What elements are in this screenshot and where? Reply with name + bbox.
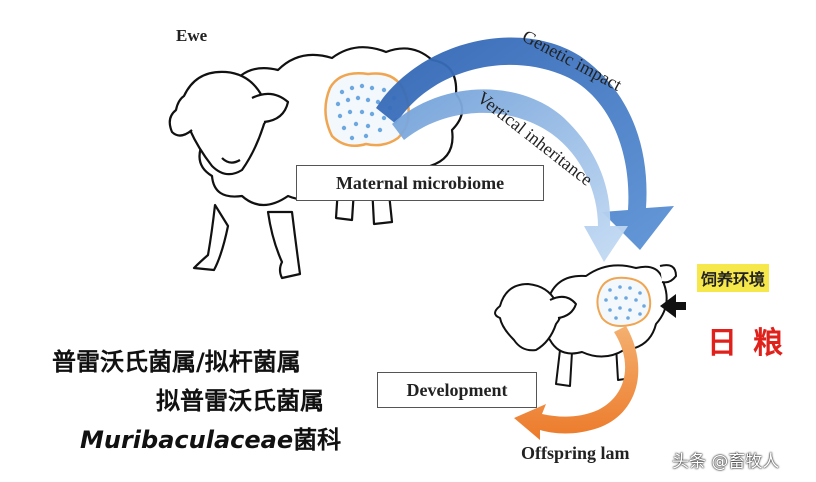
development-arrow bbox=[514, 326, 639, 440]
daily-ration-label: 日粮 bbox=[707, 326, 799, 361]
bacteria-line-3-suffix: 菌科 bbox=[293, 426, 342, 454]
maternal-microbiome-blob bbox=[324, 72, 410, 147]
genetic-impact-arrow bbox=[376, 37, 674, 250]
offspring-lamb-illustration bbox=[494, 264, 677, 387]
maternal-microbiome-box: Maternal microbiome bbox=[296, 165, 544, 201]
ewe-label: Ewe bbox=[176, 26, 208, 45]
development-box: Development bbox=[377, 372, 537, 408]
lamb-microbiome-blob bbox=[596, 276, 652, 327]
bacteria-line-1: 普雷沃氏菌属/拟杆菌属 bbox=[52, 348, 301, 376]
offspring-lamb-label: Offspring lam bbox=[521, 443, 630, 463]
bacteria-line-3-latin: Muribaculaceae bbox=[80, 426, 294, 454]
watermark: 头条 @畜牧人 bbox=[672, 452, 780, 472]
environment-pointer-arrow bbox=[660, 294, 686, 318]
vertical-inheritance-arrow bbox=[392, 89, 628, 262]
bacteria-line-2: 拟普雷沃氏菌属 bbox=[156, 387, 324, 415]
feeding-environment-label: 饲养环境 bbox=[697, 264, 770, 292]
bacteria-line-3: Muribaculaceae菌科 bbox=[80, 420, 341, 455]
